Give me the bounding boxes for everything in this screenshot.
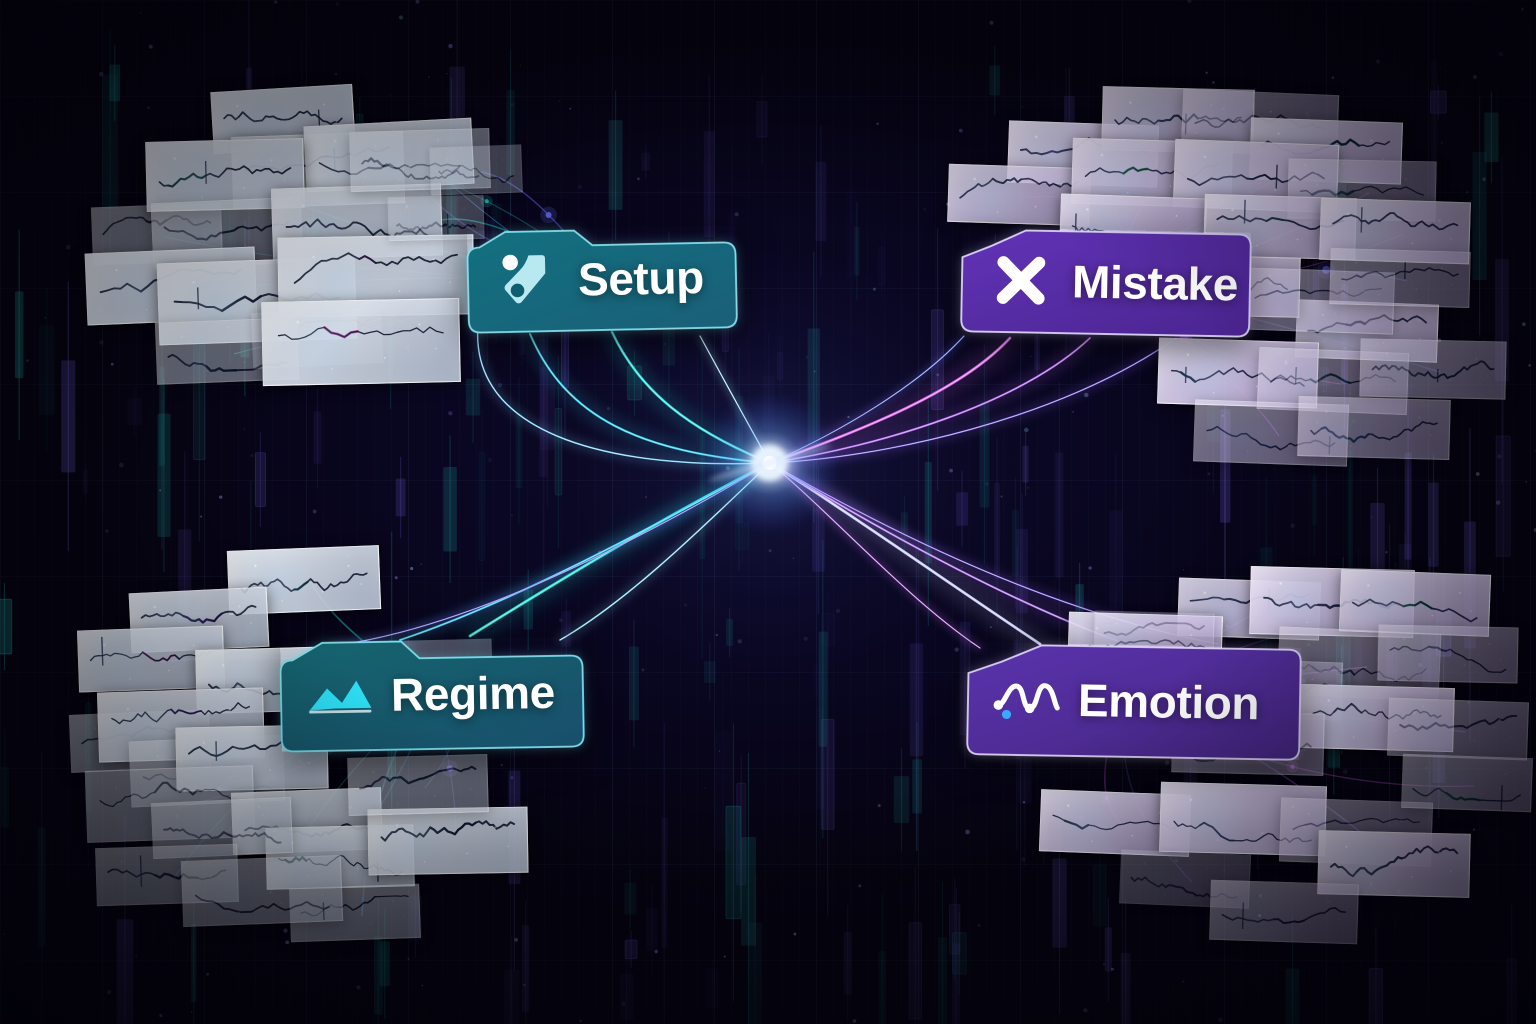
scene-canvas: Setup Mistake Regime Emotion — [0, 0, 1536, 1024]
vignette — [0, 0, 1536, 1024]
